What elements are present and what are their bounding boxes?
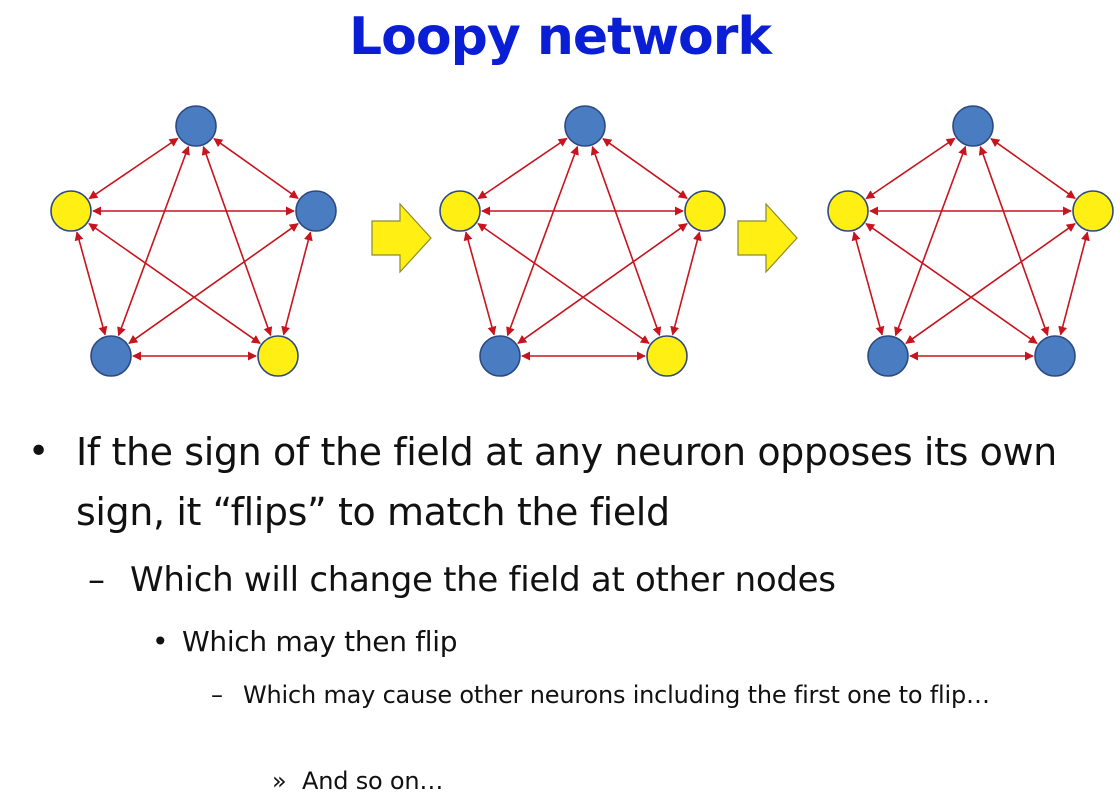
bullet-marker: • (152, 625, 169, 658)
edge-top-bottom-right (978, 145, 1050, 337)
edge-top-bottom-left (506, 145, 579, 337)
node-bottom-left-blue (867, 335, 909, 377)
node-bottom-right-yellow (257, 335, 299, 377)
edge-top-left (477, 137, 568, 200)
right-block-arrow-icon-1 (371, 202, 432, 274)
edge-bottom-right-left (477, 222, 650, 345)
network-diagram (50, 105, 1114, 377)
edge-bottom-left-left (74, 231, 108, 336)
edge-top-left (865, 137, 956, 200)
edge-right-bottom-left (517, 223, 688, 344)
bullet-level-3: • Which may then flip (152, 620, 458, 664)
bullet-marker: – (88, 560, 105, 600)
edge-right-bottom-left (128, 223, 299, 344)
edge-top-bottom-left (117, 145, 190, 337)
bullet-marker: » (272, 767, 287, 795)
edge-top-right (213, 138, 299, 199)
right-block-arrow-icon-2 (737, 202, 798, 274)
node-right-blue (295, 190, 337, 232)
bullet-text: Which may cause other neurons including … (243, 681, 990, 709)
node-right-yellow (1072, 190, 1114, 232)
node-bottom-right-blue (1034, 335, 1076, 377)
edge-bottom-left-left (851, 231, 885, 336)
bullet-level-4: – Which may cause other neurons includin… (211, 676, 1063, 714)
edge-right-bottom-right (670, 231, 702, 336)
bullet-level-5: » And so on… (272, 762, 444, 800)
node-top-blue (175, 105, 217, 147)
bullet-marker: – (211, 681, 223, 709)
edge-top-right (990, 138, 1076, 199)
bullet-marker: • (28, 431, 49, 472)
node-bottom-left-blue (90, 335, 132, 377)
node-right-yellow (684, 190, 726, 232)
node-bottom-left-blue (479, 335, 521, 377)
edge-top-right (602, 138, 688, 199)
bullet-text: Which may then flip (182, 625, 458, 658)
edge-right-bottom-right (281, 231, 313, 336)
edge-right-bottom-right (1058, 231, 1090, 336)
edge-top-bottom-left (894, 145, 967, 337)
bullet-level-2: – Which will change the field at other n… (88, 555, 836, 605)
bullet-text: And so on… (302, 767, 444, 795)
bullet-level-1: • If the sign of the field at any neuron… (28, 422, 1066, 542)
node-left-yellow (50, 190, 92, 232)
network-2 (439, 105, 726, 377)
edge-right-bottom-left (905, 223, 1076, 344)
edge-bottom-left-left (463, 231, 497, 336)
edge-top-bottom-right (201, 145, 273, 337)
node-top-blue (564, 105, 606, 147)
edge-top-left (88, 137, 179, 200)
edge-bottom-right-left (865, 222, 1038, 345)
bullet-text: Which will change the field at other nod… (130, 560, 836, 600)
node-left-yellow (827, 190, 869, 232)
network-3 (827, 105, 1114, 377)
node-left-yellow (439, 190, 481, 232)
edge-top-bottom-right (590, 145, 662, 337)
edge-bottom-right-left (88, 222, 261, 345)
node-top-blue (952, 105, 994, 147)
network-1 (50, 105, 337, 377)
slide-title: Loopy network (349, 7, 772, 67)
bullet-text: If the sign of the field at any neuron o… (76, 430, 1057, 534)
node-bottom-right-yellow (646, 335, 688, 377)
